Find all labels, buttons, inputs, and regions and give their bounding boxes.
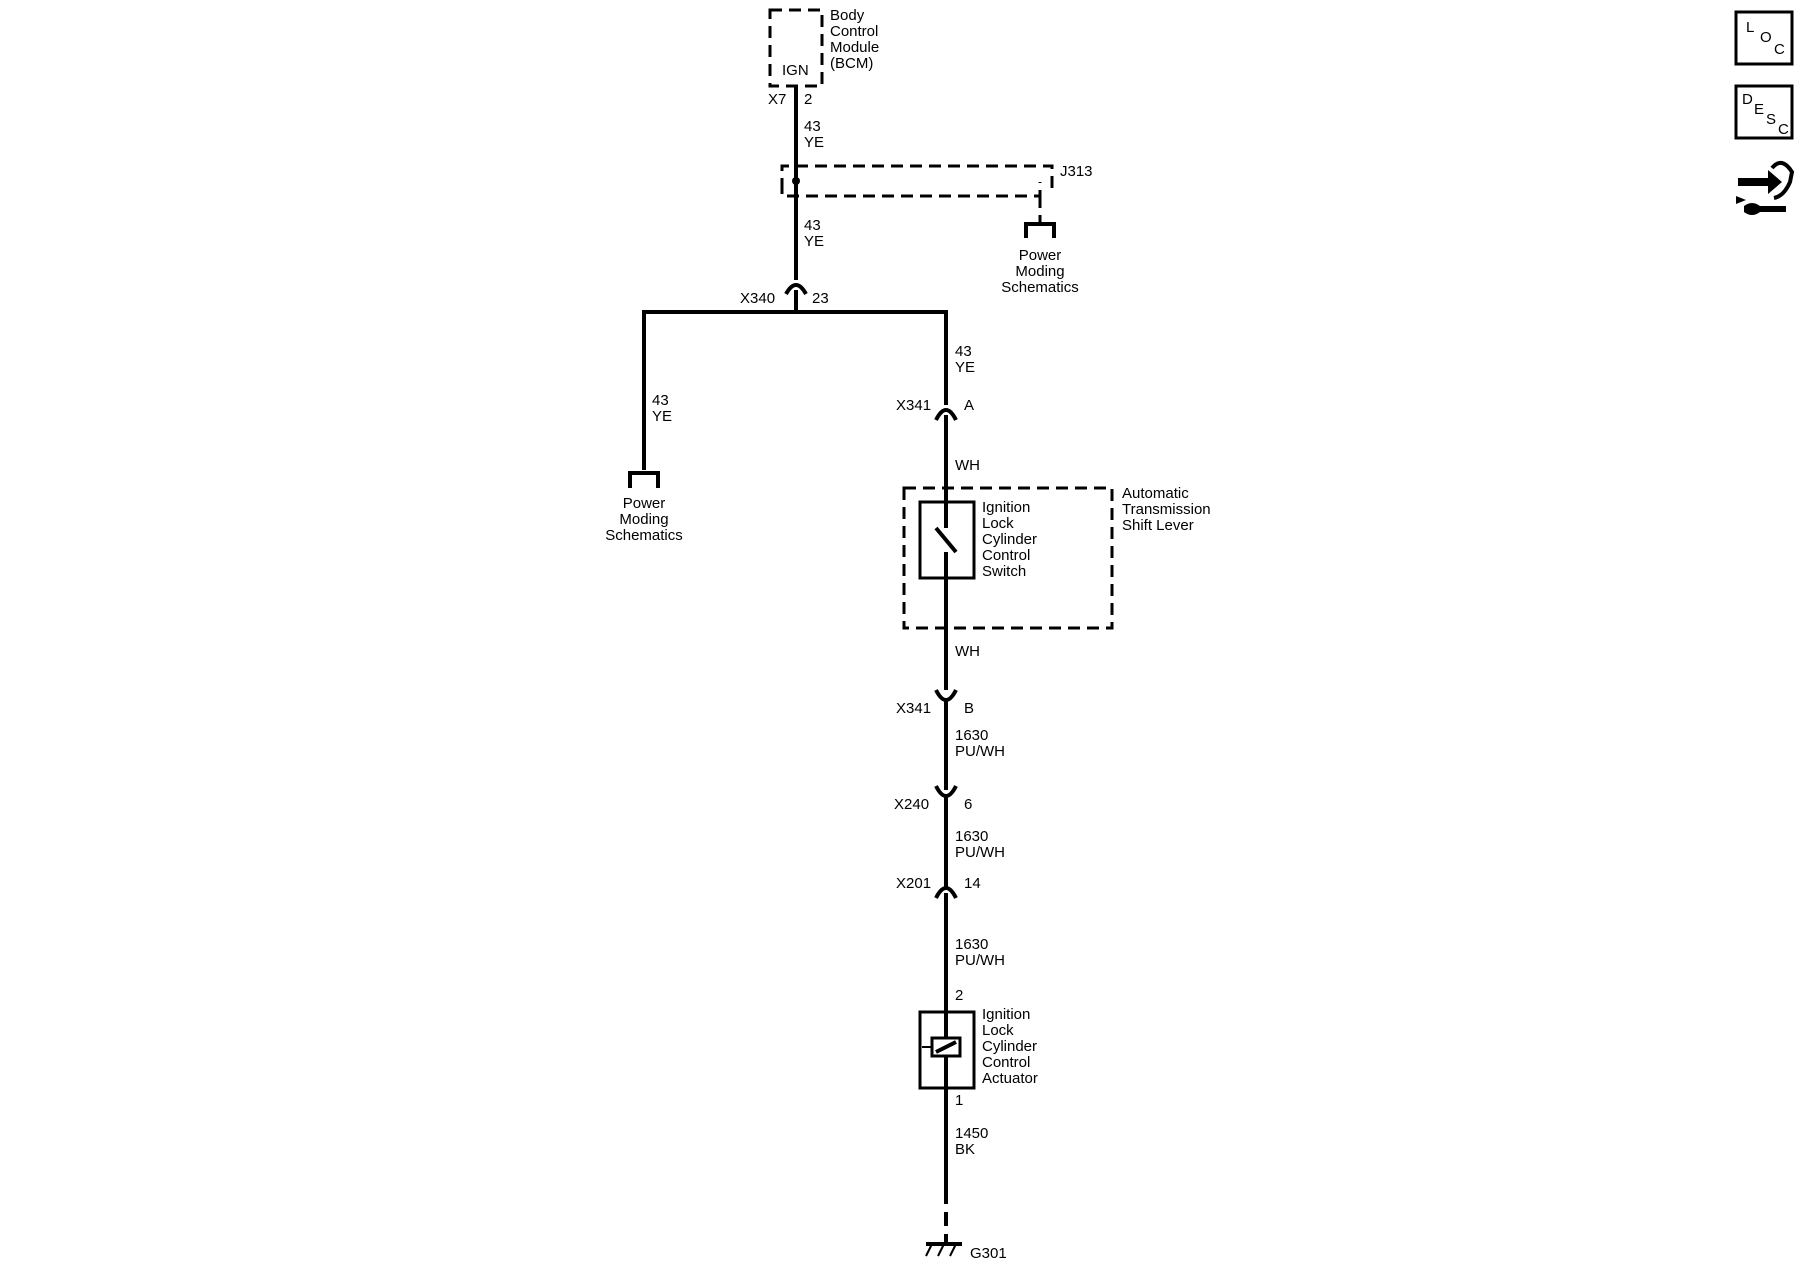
ignition-lock-switch[interactable]: Ignition Lock Cylinder Control Switch (918, 499, 1037, 580)
connector-x341-a[interactable]: X341 A (896, 397, 974, 440)
ground-label: G301 (970, 1245, 1007, 1262)
shift-lever-label-1: Automatic (1122, 485, 1189, 502)
actuator-label-5: Actuator (982, 1070, 1038, 1087)
wire-circuit-label: 43 (804, 118, 821, 135)
loc-icon[interactable]: L O C (1734, 10, 1794, 66)
loc-icon-letter: O (1760, 29, 1772, 46)
power-moding-label-2: Moding (619, 511, 668, 528)
switch-label-3: Cylinder (982, 531, 1037, 548)
wire-circuit-label: 43 (804, 217, 821, 234)
x341-b-label: X341 (896, 700, 931, 717)
x340-pin: 23 (812, 290, 829, 307)
x201-pin: 14 (964, 875, 981, 892)
shift-lever-module[interactable]: Automatic Transmission Shift Lever (902, 485, 1211, 630)
power-moding-label-3: Schematics (605, 527, 683, 544)
wire-1450-color: BK (955, 1141, 975, 1158)
bcm-label-2: Control (830, 23, 878, 40)
connector-x340[interactable]: X340 23 (740, 283, 829, 312)
branch-left-wire (642, 310, 796, 470)
switch-label-5: Switch (982, 563, 1026, 580)
power-moding-label-2: Moding (1015, 263, 1064, 280)
bcm-label-4: (BCM) (830, 55, 873, 72)
wire-1630-circuit: 1630 (955, 936, 988, 953)
actuator-pin-top: 2 (955, 987, 963, 1004)
wire-circuit-label: 43 (652, 392, 669, 409)
x341-a-label: X341 (896, 397, 931, 414)
x201-label: X201 (896, 875, 931, 892)
connector-x240[interactable]: X240 6 (894, 785, 972, 888)
shift-lever-label-2: Transmission (1122, 501, 1211, 518)
actuator-label-2: Lock (982, 1022, 1014, 1039)
splice-dot (792, 177, 800, 185)
wire-1630-circuit: 1630 (955, 828, 988, 845)
desc-icon-letter: S (1766, 111, 1776, 128)
power-moding-ref-left[interactable]: Power Moding Schematics (605, 471, 683, 544)
wire-color-label: YE (955, 359, 975, 376)
bcm-connector: X7 (768, 91, 786, 108)
switch-label-4: Control (982, 547, 1030, 564)
switch-label-2: Lock (982, 515, 1014, 532)
wire-color-label: YE (804, 134, 824, 151)
x240-label: X240 (894, 796, 929, 813)
ignition-lock-actuator[interactable]: Ignition Lock Cylinder Control Actuator (918, 1006, 1038, 1090)
bcm-module[interactable]: Body Control Module (BCM) IGN (768, 7, 879, 88)
x341-b-pin: B (964, 700, 974, 717)
wire-1630-color: PU/WH (955, 743, 1005, 760)
power-moding-label-1: Power (623, 495, 666, 512)
x340-label: X340 (740, 290, 775, 307)
actuator-label-4: Control (982, 1054, 1030, 1071)
wire-1630-circuit: 1630 (955, 727, 988, 744)
wire-wh-label: WH (955, 643, 980, 660)
x341-a-pin: A (964, 397, 974, 414)
bcm-label-1: Body (830, 7, 865, 24)
splice-j313-label: J313 (1060, 163, 1093, 180)
shift-lever-label-3: Shift Lever (1122, 517, 1194, 534)
actuator-pin-bottom: 1 (955, 1092, 963, 1109)
wire-1450-circuit: 1450 (955, 1125, 988, 1142)
switch-label-1: Ignition (982, 499, 1030, 516)
x240-pin: 6 (964, 796, 972, 813)
actuator-label-1: Ignition (982, 1006, 1030, 1023)
actuator-label-3: Cylinder (982, 1038, 1037, 1055)
wire-color-label: YE (804, 233, 824, 250)
loc-icon-letter: C (1774, 41, 1785, 58)
bcm-pin: 2 (804, 91, 812, 108)
wire-1630-color: PU/WH (955, 952, 1005, 969)
wrench-arrows-icon[interactable] (1736, 160, 1795, 215)
connector-x341-b[interactable]: X341 B (896, 689, 974, 790)
bcm-pin-label: IGN (782, 62, 809, 79)
desc-icon[interactable]: D E S C (1734, 84, 1794, 140)
loc-icon-letter: L (1746, 19, 1754, 36)
wire-wh-label: WH (955, 457, 980, 474)
desc-icon-letter: E (1754, 101, 1764, 118)
wire-color-label: YE (652, 408, 672, 425)
wire-circuit-label: 43 (955, 343, 972, 360)
power-moding-label-3: Schematics (1001, 279, 1079, 296)
desc-icon-letter: D (1742, 91, 1753, 108)
wire-1630-color: PU/WH (955, 844, 1005, 861)
splice-j313[interactable]: J313 (780, 163, 1093, 225)
power-moding-ref-right[interactable]: Power Moding Schematics (1001, 222, 1079, 296)
branch-right-wire (796, 310, 948, 405)
power-moding-label-1: Power (1019, 247, 1062, 264)
desc-icon-letter: C (1778, 121, 1789, 138)
connector-x201[interactable]: X201 14 (896, 875, 981, 1012)
bcm-label-3: Module (830, 39, 879, 56)
ground-g301[interactable]: G301 (925, 1242, 1007, 1262)
